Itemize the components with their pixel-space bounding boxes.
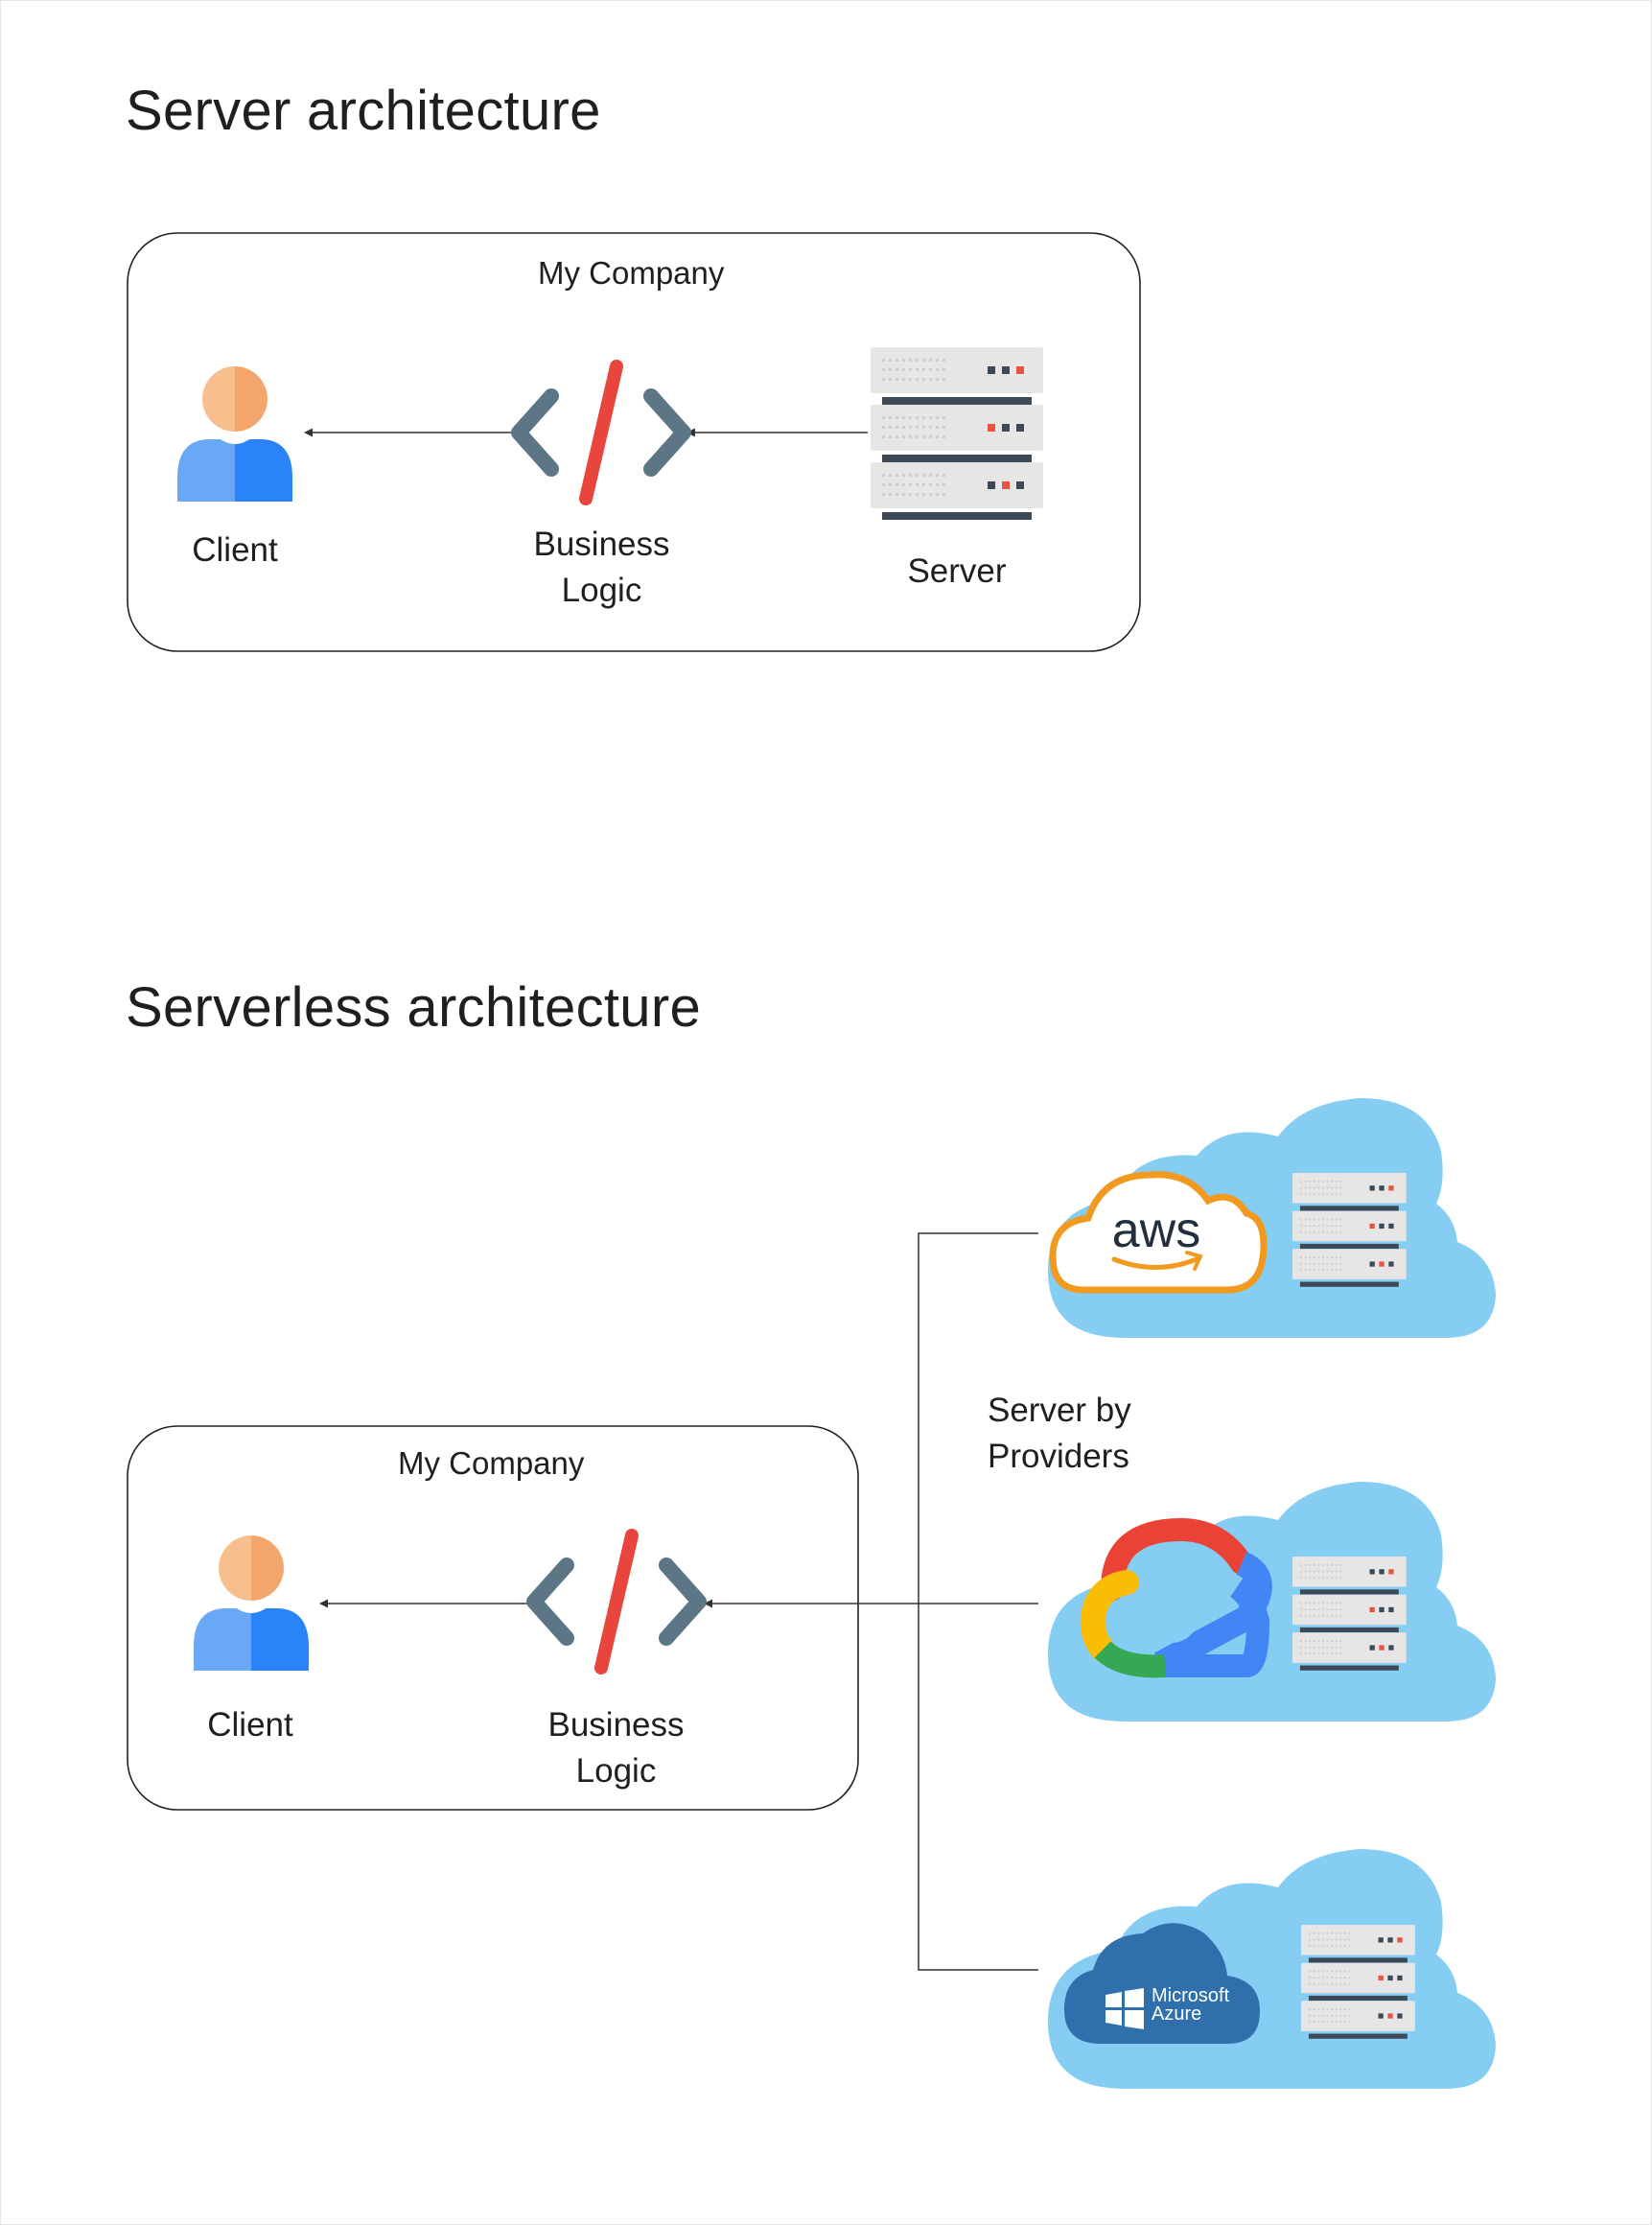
- google-cloud: [1048, 1482, 1496, 1721]
- azure-logo-icon: Microsoft Azure: [1064, 1923, 1260, 2044]
- person-icon: [194, 1535, 309, 1671]
- server-rack-icon: [1301, 1925, 1415, 2039]
- my-company-box-serverless: [127, 1425, 859, 1811]
- client-label-server: Client: [192, 531, 278, 569]
- code-icon: [519, 366, 684, 499]
- server-label: Server: [907, 552, 1007, 590]
- code-icon: [534, 1535, 699, 1668]
- business-logic-line2: Logic: [575, 1752, 657, 1790]
- business-logic-line1: Business: [533, 526, 670, 563]
- person-icon: [177, 366, 292, 502]
- aws-logo-text: aws: [1112, 1203, 1200, 1258]
- server-by-providers-label: Server by Providers: [988, 1388, 1131, 1480]
- cloud-icon: [1048, 1482, 1496, 1721]
- server-rack-icon: [1292, 1557, 1407, 1671]
- business-logic-line2: Logic: [561, 572, 642, 609]
- serverless-architecture-heading: Serverless architecture: [126, 976, 702, 1039]
- providers-label-line1: Server by: [988, 1392, 1131, 1429]
- business-logic-label-serverless: Business Logic: [532, 1702, 700, 1794]
- providers-label-line2: Providers: [988, 1438, 1129, 1475]
- server-rack-icon: [871, 347, 1043, 520]
- my-company-title-server: My Company: [538, 255, 725, 291]
- azure-logo-text-microsoft: Microsoft: [1152, 1985, 1230, 2006]
- my-company-box-server: [127, 232, 1141, 652]
- azure-cloud: Microsoft Azure: [1048, 1849, 1496, 2089]
- aws-cloud: aws: [1048, 1098, 1496, 1338]
- provider-bracket-line: [918, 1232, 1038, 1971]
- client-label-serverless: Client: [207, 1706, 293, 1744]
- azure-logo-text-azure: Azure: [1152, 2003, 1201, 2025]
- business-logic-label-server: Business Logic: [518, 522, 686, 614]
- server-architecture-heading: Server architecture: [126, 80, 601, 142]
- my-company-title-serverless: My Company: [398, 1445, 585, 1481]
- google-cloud-logo-icon: [1080, 1517, 1272, 1678]
- server-rack-icon: [1292, 1173, 1407, 1287]
- business-logic-line1: Business: [547, 1706, 685, 1744]
- aws-logo-icon: aws: [1049, 1171, 1268, 1294]
